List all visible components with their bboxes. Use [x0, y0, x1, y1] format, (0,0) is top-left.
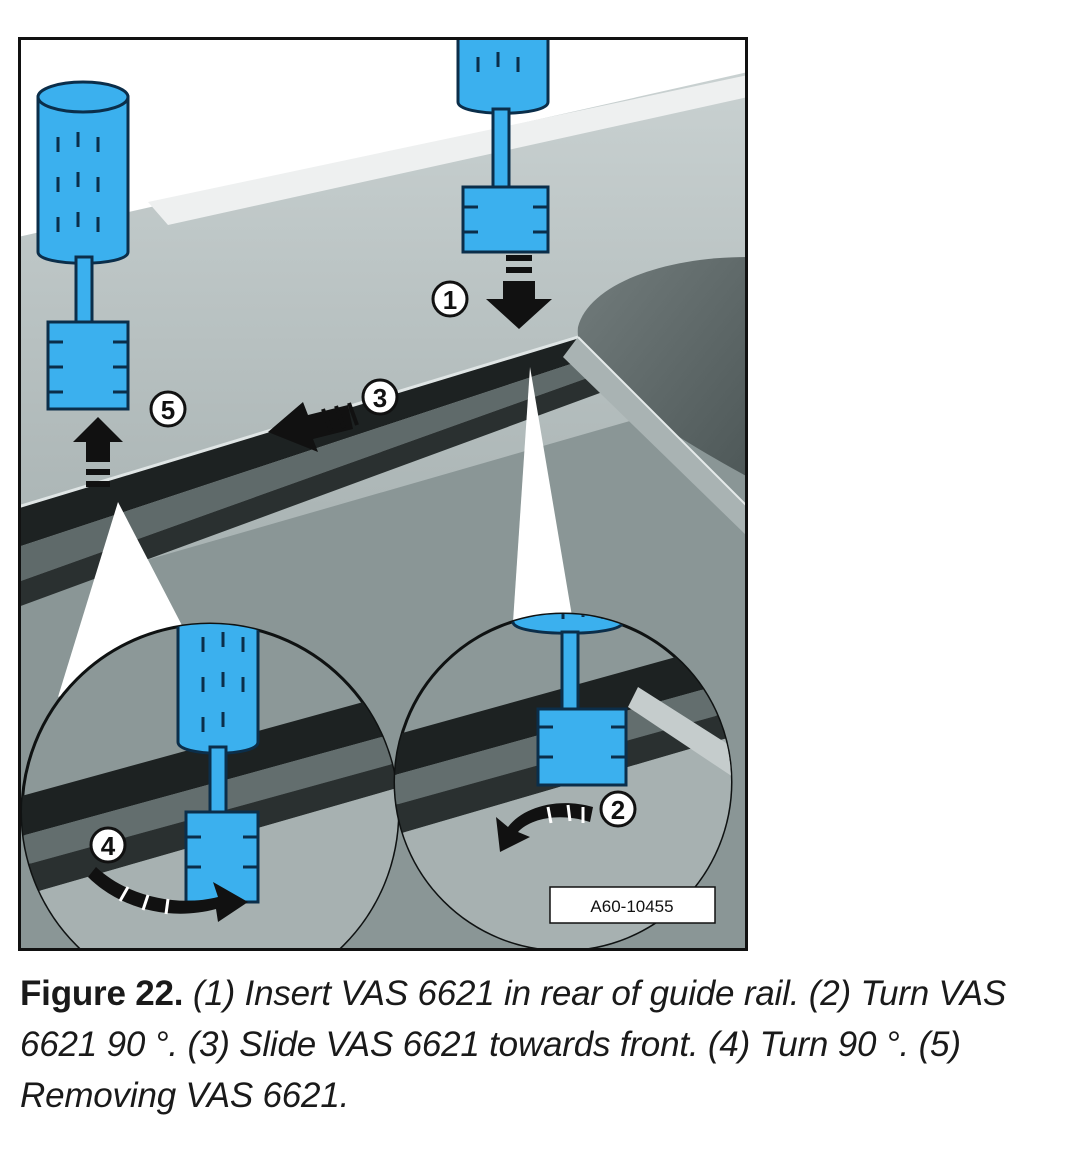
- up-arrow-5: [73, 417, 123, 487]
- turn-arrow-4: [88, 867, 248, 922]
- illustration-figure: 1 2 3 4 5 A60-10455: [18, 37, 748, 951]
- step-marker-3: 3: [361, 378, 399, 416]
- step-marker-4: 4: [89, 826, 127, 864]
- caption-label: Figure 22.: [20, 974, 184, 1013]
- step-marker-1: 1: [431, 280, 469, 318]
- part-code-text: A60-10455: [590, 897, 673, 916]
- step-marker-3-label: 3: [373, 383, 387, 413]
- tool-middle-top: [456, 37, 550, 254]
- step-marker-1-label: 1: [443, 285, 457, 315]
- caption-text: (1) Insert VAS 6621 in rear of guide rai…: [20, 974, 1007, 1115]
- step-marker-5: 5: [149, 390, 187, 428]
- step-marker-2: 2: [599, 790, 637, 828]
- part-code-box: A60-10455: [549, 886, 716, 924]
- step-marker-5-label: 5: [161, 395, 175, 425]
- glass-frame: [563, 337, 748, 537]
- roof-edge-band: [148, 75, 748, 225]
- glass-panel: [577, 257, 748, 477]
- down-arrow-1: [486, 255, 552, 329]
- slide-arrow-3: [268, 402, 359, 452]
- figure-caption: Figure 22. (1) Insert VAS 6621 in rear o…: [20, 968, 1060, 1121]
- leader-right: [513, 367, 573, 622]
- detail-circle-right: [393, 612, 733, 951]
- detail-circle-left: [20, 622, 400, 951]
- tool-left-top: [36, 80, 130, 411]
- figure-frame: [18, 37, 748, 951]
- step-marker-2-label: 2: [611, 795, 625, 825]
- step-marker-4-label: 4: [101, 831, 116, 861]
